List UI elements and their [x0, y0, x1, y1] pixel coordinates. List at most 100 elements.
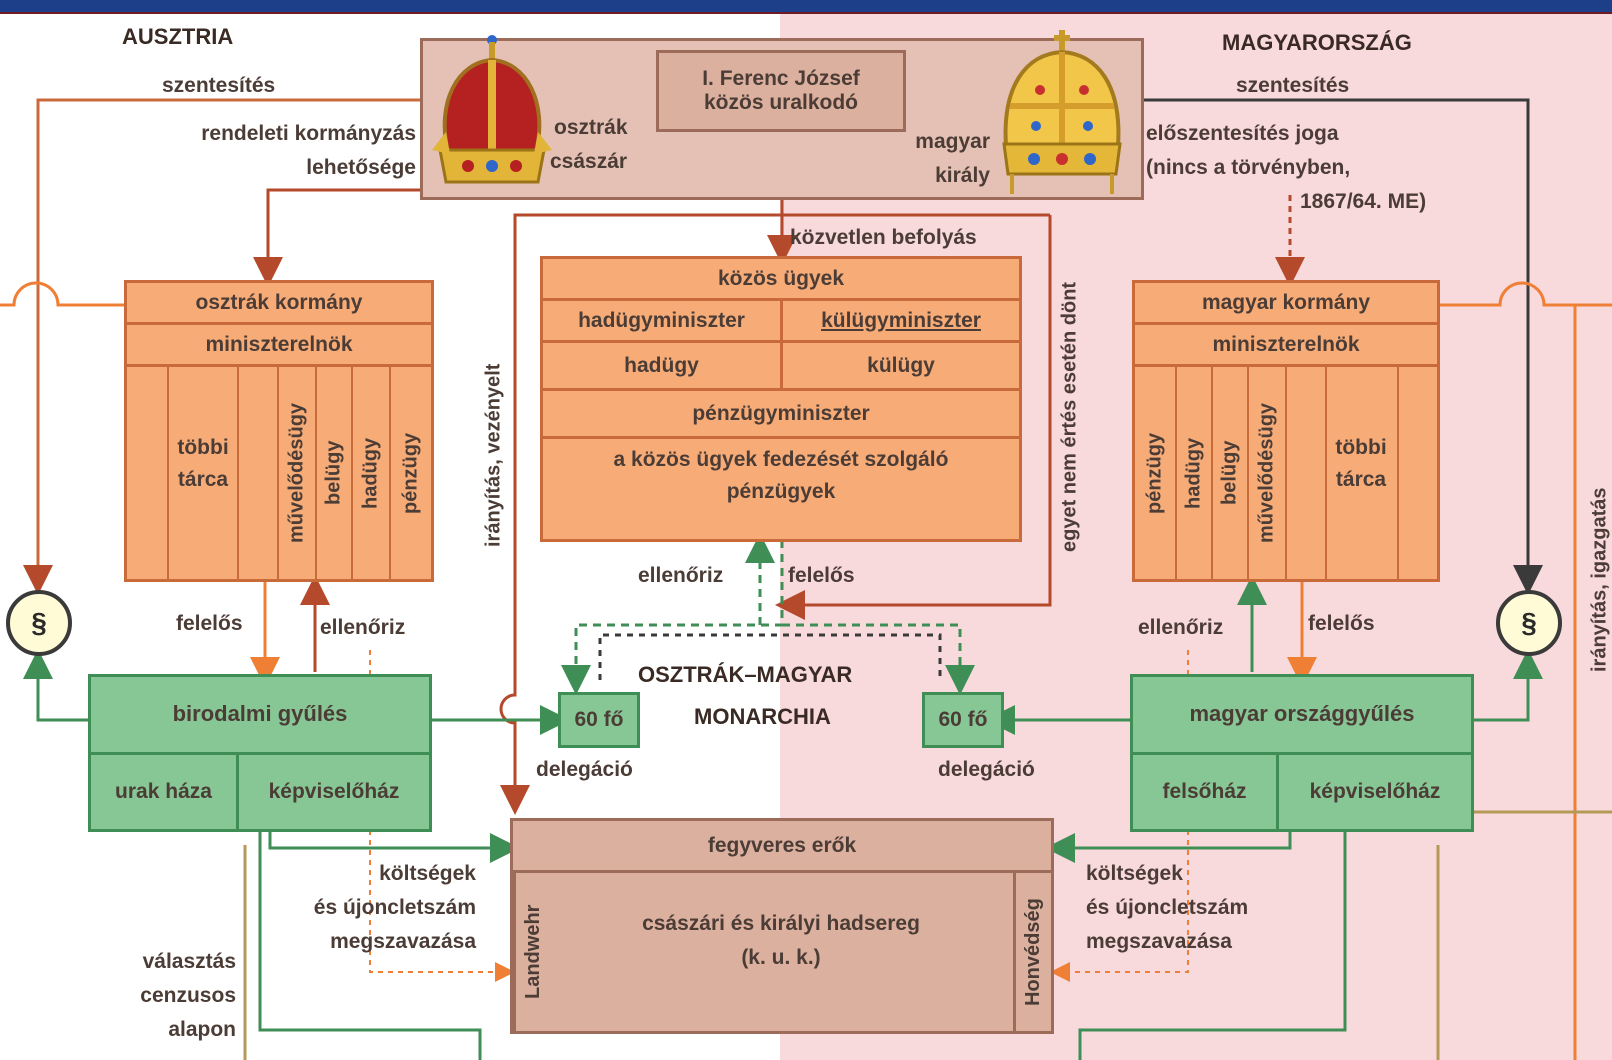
- austrian-other-ministry-1: többi: [177, 436, 229, 460]
- election-label-1: választás: [142, 950, 236, 973]
- ruler-role: közös uralkodó: [703, 91, 859, 114]
- hungarian-ministry-war: hadügy: [1182, 437, 1205, 509]
- common-finances-line2: pénzügyek: [726, 480, 836, 504]
- hungarian-parliament-box: magyar országgyűlés felsőház képviselőhá…: [1130, 674, 1474, 832]
- austria-sanction-line: [23, 98, 420, 595]
- common-ruler-box: I. Ferenc József közös uralkodó: [656, 50, 906, 132]
- austrian-parliament-box: birodalmi gyűlés urak háza képviselőház: [88, 674, 432, 832]
- austria-gov-to-law-line: [0, 281, 125, 307]
- army-line-2: (k. u. k.): [741, 946, 821, 970]
- hungary-costs-dashed: [1050, 650, 1189, 982]
- hungarian-government-title: magyar kormány: [1135, 283, 1437, 325]
- austrian-upper-house: urak háza: [91, 755, 239, 829]
- hungary-controls-label: ellenőriz: [1138, 616, 1224, 639]
- common-finances-line1: a közös ügyek fedezését szolgáló: [613, 448, 949, 472]
- hungarian-ministry-culture: művelődésügy: [1255, 402, 1278, 544]
- hungarian-government-box: magyar kormány miniszterelnök pénzügy ha…: [1132, 280, 1440, 582]
- armed-forces-title: fegyveres erők: [513, 821, 1051, 873]
- emperor-label-2: császár: [550, 150, 628, 173]
- presanction-label-3: 1867/64. ME): [1300, 190, 1427, 213]
- common-foreign-minister: külügyminiszter: [783, 301, 1019, 343]
- austria-costs-dashed: [369, 650, 515, 982]
- army-line-1: császári és királyi hadsereg: [642, 912, 920, 936]
- delegation-dashed-right: [782, 623, 975, 695]
- hungary-sanction-label: szentesítés: [1236, 74, 1350, 97]
- hungarian-crown-icon: [1002, 30, 1122, 194]
- hungary-parliament-to-law: [1468, 649, 1543, 722]
- austrian-pm: miniszterelnök: [127, 325, 431, 367]
- austria-law-icon: §: [6, 590, 72, 656]
- hungarian-ministry-interior: belügy: [1218, 440, 1241, 506]
- center-controls-label: ellenőriz: [638, 564, 724, 587]
- hungarian-pm: miniszterelnök: [1135, 325, 1437, 367]
- austria-sanction-label: szentesítés: [162, 74, 276, 97]
- hungarian-delegation-box: 60 fő: [922, 692, 1004, 748]
- bottom-green-left: [258, 830, 482, 1060]
- austrian-lower-house: képviselőház: [268, 780, 400, 804]
- hungarian-parliament-title: magyar országgyűlés: [1133, 677, 1471, 755]
- monarchy-title-2: MONARCHIA: [694, 704, 831, 729]
- austrian-ministry-finance: pénzügy: [399, 432, 422, 514]
- ruler-name: I. Ferenc József: [702, 67, 860, 90]
- center-responsible-label: felelős: [788, 564, 855, 587]
- honved-label: Honvédség: [1013, 873, 1051, 1031]
- hungary-costs-arrow: [1045, 830, 1292, 863]
- hungarian-lower-house: képviselőház: [1309, 780, 1441, 804]
- austrian-delegation-label: delegáció: [536, 758, 633, 781]
- landwehr-label: Landwehr: [513, 873, 551, 1031]
- hungary-responsible-label: felelős: [1308, 612, 1375, 635]
- delegation-dashed-left: [561, 540, 784, 695]
- king-label-2: király: [935, 164, 990, 187]
- hungary-costs-2: és újoncletszám: [1086, 896, 1249, 919]
- austria-costs-2: és újoncletszám: [313, 896, 476, 919]
- austrian-ministry-interior: belügy: [322, 440, 345, 506]
- austrian-parliament-title: birodalmi gyűlés: [91, 677, 429, 755]
- hungary-gov-to-law-line: [1440, 281, 1612, 307]
- common-war-minister: hadügyminiszter: [543, 301, 783, 343]
- election-label-3: alapon: [168, 1018, 236, 1041]
- austrian-government-box: osztrák kormány miniszterelnök többi tár…: [124, 280, 434, 582]
- austria-title: AUSZTRIA: [122, 24, 234, 49]
- direction-command-label: irányítás, vezényelt: [482, 363, 505, 547]
- hungary-law-icon: §: [1496, 590, 1562, 656]
- austrian-delegation-box: 60 fő: [558, 692, 640, 748]
- direct-influence-label: közvetlen befolyás: [790, 226, 977, 249]
- hungarian-delegation-label: delegáció: [938, 758, 1035, 781]
- austrian-ministry-war: hadügy: [359, 437, 382, 509]
- election-label-2: cenzusos: [140, 984, 236, 1007]
- austrian-other-ministry-2: tárca: [177, 468, 229, 492]
- hungary-title: MAGYARORSZÁG: [1222, 30, 1412, 55]
- monarchy-title-1: OSZTRÁK–MAGYAR: [638, 662, 853, 687]
- austria-parliament-to-law: [23, 649, 88, 722]
- austria-responsible-label: felelős: [176, 612, 243, 635]
- bottom-green-right: [1078, 830, 1347, 1060]
- direction-admin-label: irányítás, igazgatás: [1588, 487, 1611, 673]
- hungarian-other-ministry-1: többi: [1335, 436, 1387, 460]
- presanction-label-2: (nincs a törvényben,: [1146, 156, 1351, 179]
- common-affairs-box: közös ügyek hadügyminiszter külügyminisz…: [540, 256, 1022, 542]
- hungarian-other-ministry-2: tárca: [1335, 468, 1387, 492]
- disagreement-decision-label: egyet nem értés esetén dönt: [1058, 281, 1081, 553]
- austrian-crown-icon: [432, 35, 552, 184]
- armed-forces-box: fegyveres erők Landwehr császári és kirá…: [510, 818, 1054, 1034]
- hungary-sanction-line: [1140, 98, 1543, 595]
- presanction-label-1: előszentesítés joga: [1146, 122, 1339, 145]
- command-line: [499, 213, 1050, 815]
- common-finance-minister: pénzügyminiszter: [543, 391, 1019, 439]
- decree-label-1: rendeleti kormányzás: [201, 122, 416, 145]
- austrian-ministry-culture: művelődésügy: [285, 402, 308, 544]
- common-affairs-title: közös ügyek: [543, 259, 1019, 301]
- decree-label-2: lehetősége: [306, 156, 416, 179]
- common-war: hadügy: [543, 343, 783, 391]
- austria-controls-label: ellenőriz: [320, 616, 406, 639]
- austria-costs-1: költségek: [379, 862, 476, 885]
- common-foreign: külügy: [783, 343, 1019, 391]
- hungary-costs-3: megszavazása: [1086, 930, 1232, 953]
- emperor-label-1: osztrák: [554, 116, 628, 139]
- hungary-costs-1: költségek: [1086, 862, 1183, 885]
- austria-costs-3: megszavazása: [330, 930, 476, 953]
- hungarian-ministry-finance: pénzügy: [1143, 432, 1166, 514]
- austrian-government-title: osztrák kormány: [127, 283, 431, 325]
- hungarian-upper-house: felsőház: [1133, 755, 1279, 829]
- top-bar: [0, 0, 1612, 14]
